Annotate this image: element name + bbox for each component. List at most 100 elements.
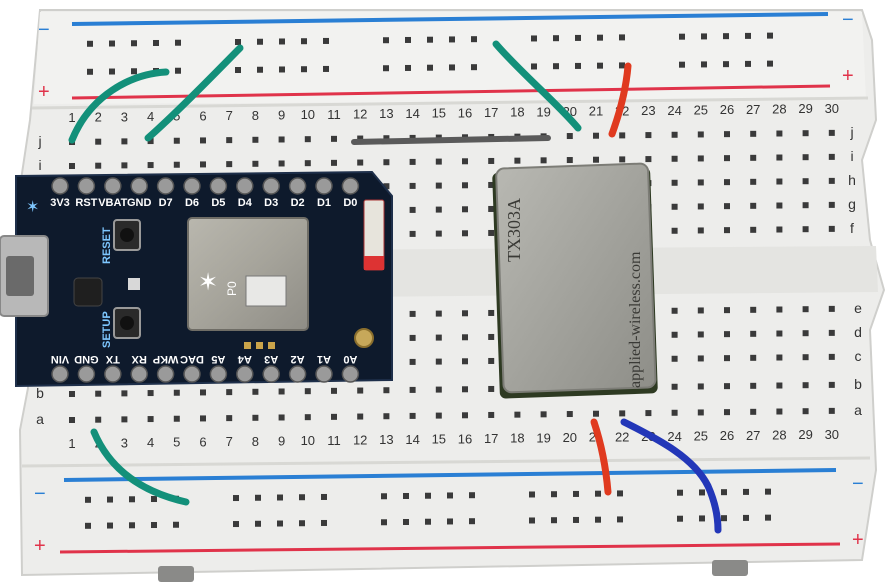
column-number: 17 xyxy=(484,431,498,446)
column-number: 12 xyxy=(353,107,367,122)
red-wire-bottom xyxy=(590,418,612,496)
hole xyxy=(671,383,678,390)
hole xyxy=(278,388,285,395)
hole xyxy=(575,34,581,41)
wifi-module-star-icon: ✶ xyxy=(198,269,218,296)
reset-label: RESET xyxy=(101,227,113,264)
hole xyxy=(767,60,773,67)
hole xyxy=(331,387,337,394)
hole xyxy=(427,36,433,43)
hole xyxy=(671,307,678,314)
hole xyxy=(304,388,311,395)
header-pin xyxy=(51,177,69,195)
hole xyxy=(575,62,581,69)
hole xyxy=(357,413,364,420)
hole xyxy=(173,161,180,168)
hole xyxy=(173,415,180,422)
row-letter: f xyxy=(850,220,854,236)
hole xyxy=(724,355,730,362)
hole xyxy=(617,490,623,497)
hole xyxy=(235,39,241,46)
hole xyxy=(699,515,705,522)
hole xyxy=(802,330,809,337)
hole xyxy=(278,160,285,167)
pin-label: D5 xyxy=(211,197,225,209)
rail-minus-top-left: − xyxy=(38,19,50,41)
hole xyxy=(85,522,91,529)
hole xyxy=(619,410,626,417)
hole xyxy=(677,515,683,522)
hole xyxy=(226,161,233,168)
hole xyxy=(750,354,757,361)
foot-left xyxy=(158,566,194,582)
column-number: 13 xyxy=(379,432,393,447)
column-number: 16 xyxy=(458,431,472,446)
hole xyxy=(488,411,495,418)
green-wire-top-3 xyxy=(492,40,582,132)
hole xyxy=(147,162,154,169)
column-number: 30 xyxy=(825,101,839,116)
hole xyxy=(724,131,730,138)
column-number: 26 xyxy=(720,428,734,443)
header-pin xyxy=(341,177,360,195)
hole xyxy=(129,496,135,503)
hole xyxy=(471,36,477,43)
hole xyxy=(750,154,757,161)
pin-label: D2 xyxy=(291,197,305,209)
top-rail-blue-line xyxy=(71,12,829,26)
hole xyxy=(435,182,442,189)
top-rail-separator xyxy=(31,96,869,110)
hole xyxy=(553,63,559,70)
radio-module: TX303A applied-wireless.com xyxy=(492,162,658,399)
header-pin xyxy=(183,177,201,195)
hole xyxy=(724,331,730,338)
column-number: 8 xyxy=(252,434,259,449)
hole xyxy=(200,415,206,422)
hole xyxy=(750,408,757,415)
hole xyxy=(462,334,468,341)
hole xyxy=(619,62,625,69)
header-pin xyxy=(209,365,228,383)
hole xyxy=(802,130,809,137)
pin-label: D4 xyxy=(238,197,253,209)
hole xyxy=(255,494,261,501)
hole xyxy=(200,389,206,396)
column-number: 28 xyxy=(772,428,786,443)
hole xyxy=(278,136,285,143)
hole xyxy=(750,330,757,337)
hole xyxy=(828,305,835,312)
column-number: 19 xyxy=(536,430,550,445)
pad xyxy=(244,342,251,349)
column-number: 11 xyxy=(327,433,341,448)
wifi-module-qr xyxy=(245,275,287,307)
column-number: 22 xyxy=(615,429,629,444)
pin-label: RX xyxy=(131,353,147,365)
row-letter: d xyxy=(854,324,862,340)
hole xyxy=(488,229,495,236)
hole xyxy=(109,40,115,47)
column-number: 17 xyxy=(484,105,498,120)
photon-pads xyxy=(244,342,275,349)
column-number: 2 xyxy=(95,110,102,125)
hole xyxy=(279,38,285,45)
hole xyxy=(383,65,389,72)
hole xyxy=(278,414,285,421)
hole xyxy=(173,389,180,396)
hole xyxy=(357,387,364,394)
hole xyxy=(147,416,154,423)
hole xyxy=(488,309,495,316)
hole xyxy=(435,230,442,237)
hole xyxy=(671,179,678,186)
hole xyxy=(551,517,557,524)
hole xyxy=(131,68,137,75)
hole xyxy=(383,135,390,142)
hole xyxy=(435,358,442,365)
pin-label: VIN xyxy=(51,353,69,365)
hole xyxy=(200,137,206,144)
led-rgb xyxy=(128,278,140,290)
hole xyxy=(679,61,685,68)
photon-logo-star-icon: ✶ xyxy=(26,199,39,216)
hole xyxy=(226,137,233,144)
